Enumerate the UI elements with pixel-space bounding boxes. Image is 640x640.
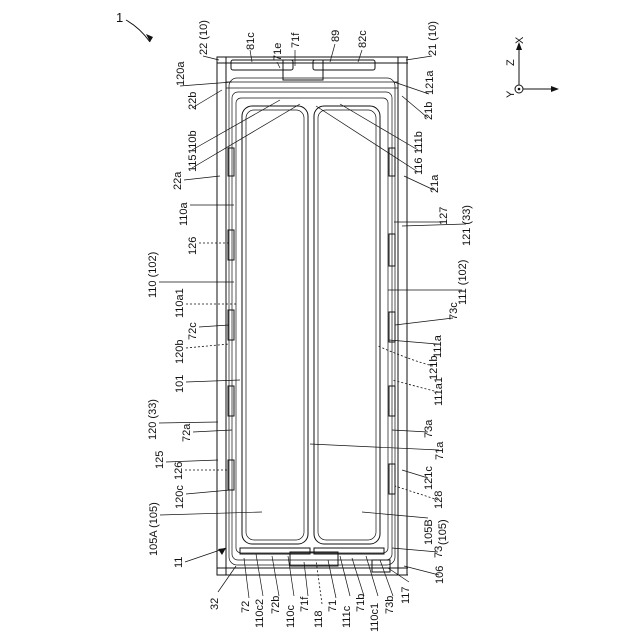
label-105B: 105B [423,519,435,545]
label-110-102: 110 (102) [147,252,159,298]
label-117: 117 [400,586,412,604]
label-120-33: 120 (33) [147,399,159,440]
label-73a: 73a [423,419,435,438]
side-tabs [228,148,395,494]
label-101: 101 [174,375,186,393]
axis-x-label: X [514,36,526,44]
label-106: 106 [434,566,446,584]
label-111a: 111a [432,334,444,358]
label-32: 32 [209,598,221,610]
label-21b: 21b [423,102,435,120]
label-110b: 110b [187,130,199,154]
label-110c1: 110c1 [369,603,381,632]
label-111b: 111b [413,131,425,154]
label-120a: 120a [175,61,187,86]
label-89: 89 [330,30,342,42]
label-111-102: 111 (102) [457,260,469,305]
label-121c: 121c [423,466,435,490]
label-71f-top: 71f [290,32,302,48]
label-121b: 121b [428,356,440,380]
label-121a: 121a [424,70,436,95]
figure-pointer [126,20,150,42]
label-71b: 71b [355,594,367,612]
label-71a: 71a [434,441,446,460]
coordinate-axes: X Z Y [505,36,559,98]
label-71f-bot: 71f [299,596,311,612]
label-111c: 111c [341,605,353,628]
label-126-bot: 126 [173,462,185,480]
label-71: 71 [327,600,339,612]
label-73b: 73b [384,596,396,614]
figure-number: 1 [116,10,123,25]
label-126-top: 126 [187,237,199,255]
axis-z-label: Z [505,59,517,66]
label-120b: 120b [174,340,186,364]
label-11: 11 [173,557,185,568]
label-121-33: 121 (33) [461,205,473,246]
label-82c: 82c [357,30,369,48]
label-22-10: 22 (10) [198,20,210,55]
label-71e: 71e [272,43,284,61]
label-72c: 72c [187,322,199,340]
label-81c: 81c [245,32,257,50]
label-73c: 73c [448,302,460,320]
label-72a: 72a [181,423,193,442]
electrode-bodies [240,106,390,572]
axis-y-label: Y [505,90,517,98]
label-21a: 21a [429,174,441,193]
label-110a1: 110a1 [174,288,186,318]
label-105B-sub: (105) [437,519,449,545]
label-111a1: 111a1 [433,377,445,406]
label-110c2: 110c2 [254,599,266,628]
label-118: 118 [313,610,325,628]
label-22a: 22a [172,171,184,190]
label-120c: 120c [174,485,186,509]
label-128: 128 [433,491,445,509]
label-105A: 105A (105) [148,502,160,556]
label-115: 115 [187,154,199,172]
label-72: 72 [240,601,252,613]
label-116: 116 [413,157,425,175]
label-21-10: 21 (10) [427,21,439,56]
label-110c: 110c [285,604,297,628]
label-125: 125 [154,451,166,469]
label-110a: 110a [178,201,190,226]
label-72b: 72b [270,596,282,614]
